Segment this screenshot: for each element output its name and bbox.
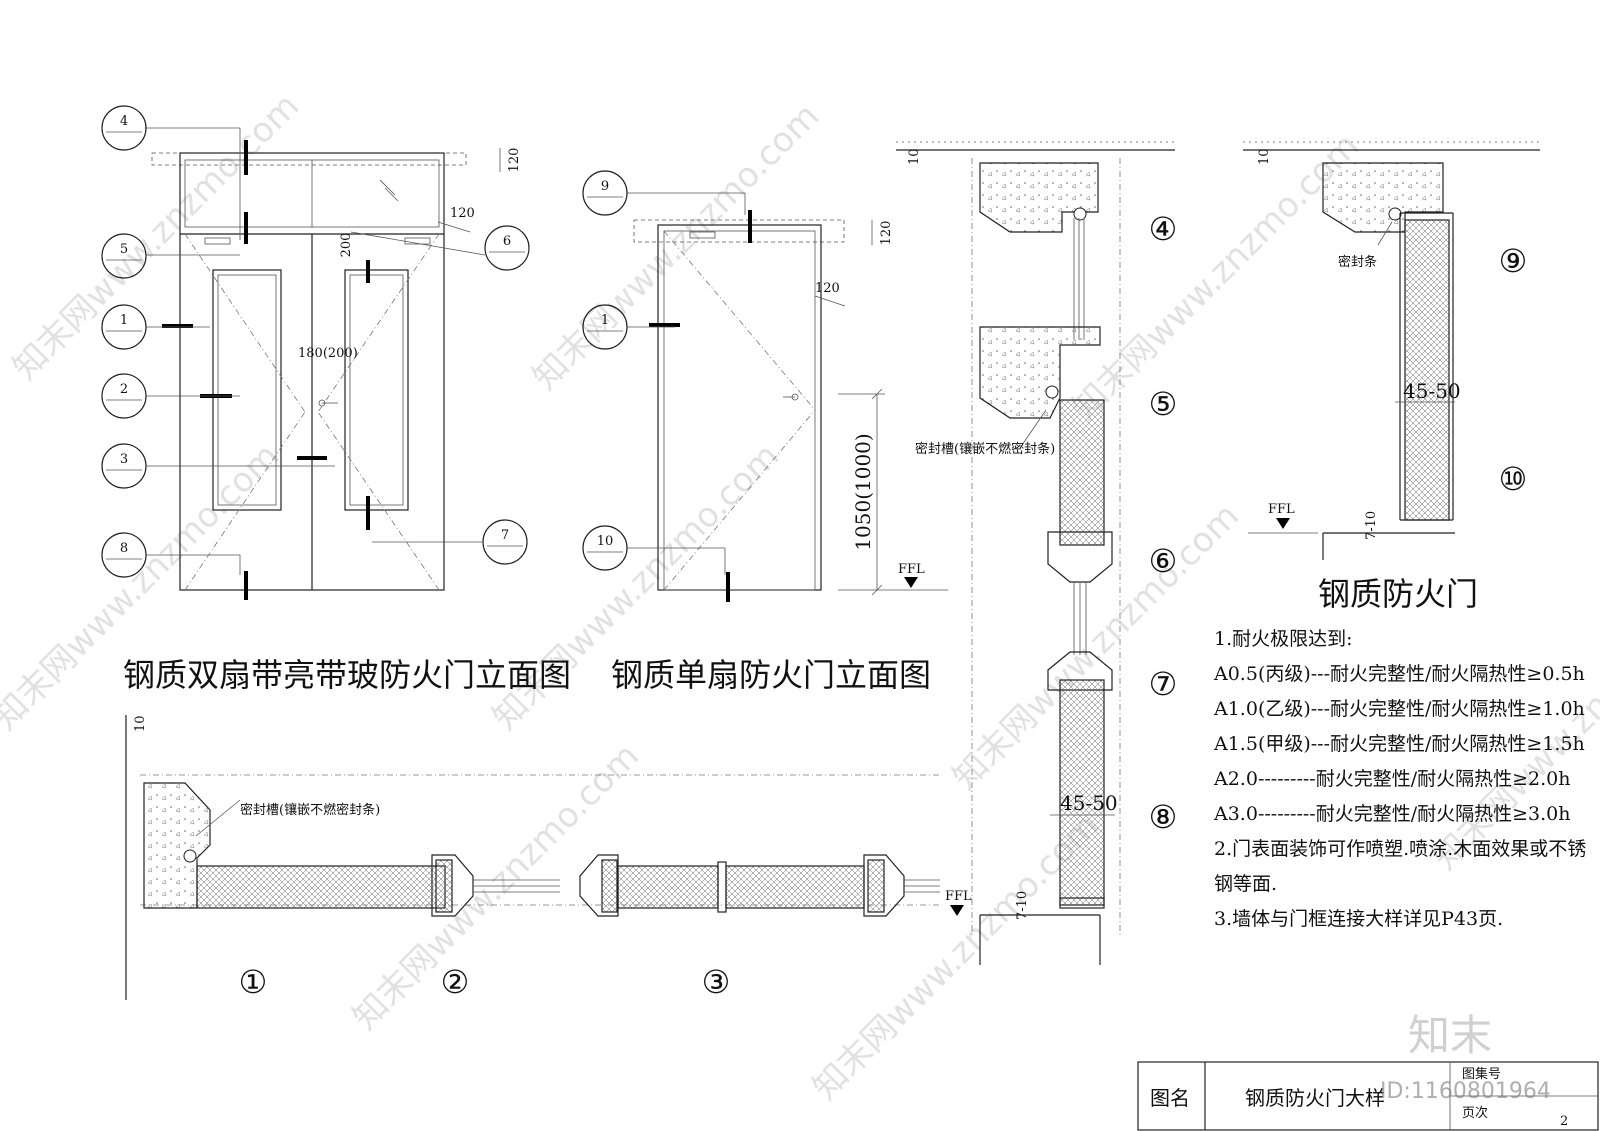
svg-text:10: 10: [907, 148, 922, 165]
section-marker-8: ⑧: [1149, 798, 1178, 836]
note-line: 钢等面.: [1214, 873, 1278, 895]
svg-text:10: 10: [133, 715, 148, 732]
svg-text:FFL: FFL: [1268, 502, 1295, 517]
svg-text:FFL: FFL: [945, 889, 972, 904]
note-line: A3.0---------耐火完整性/耐火隔热性≥3.0h: [1214, 803, 1571, 825]
section-marker-2: ②: [441, 963, 470, 1001]
title-block-name: 钢质防火门大样: [1245, 1086, 1385, 1110]
callout-group-single: 9 1 10: [582, 170, 746, 575]
note-line: A0.5(丙级)---耐火完整性/耐火隔热性≥0.5h: [1214, 663, 1585, 685]
note-line: 3.墙体与门框连接大样详见P43页.: [1214, 908, 1504, 930]
title-single-door: 钢质单扇防火门立面图: [611, 656, 931, 694]
svg-text:45-50: 45-50: [1403, 379, 1461, 403]
callout-10: [582, 525, 628, 571]
title-double-door: 钢质双扇带亮带玻防火门立面图: [123, 656, 571, 694]
section-marker-5: ⑤: [1149, 385, 1178, 423]
svg-text:120: 120: [815, 281, 840, 296]
svg-text:密封槽(镶嵌不燃密封条): 密封槽(镶嵌不燃密封条): [240, 802, 380, 818]
svg-text:180(200): 180(200): [298, 346, 358, 361]
note-line: 2.门表面装饰可作喷塑.喷涂.木面效果或不锈: [1214, 838, 1587, 860]
svg-text:3: 3: [120, 452, 128, 467]
callout-7: [482, 519, 528, 565]
callout-5: [101, 233, 147, 279]
title-block-atlas-label: 图集号: [1462, 1066, 1501, 1082]
section-marker-9: ⑨: [1499, 242, 1528, 280]
vertical-section-9-10: 10 密封条 45-50 FFL 7-10: [1243, 141, 1540, 560]
dimensions-double: 120 120 200 180(200): [298, 148, 522, 361]
section-marker-10: ⑩: [1499, 460, 1528, 498]
note-line: A1.0(乙级)---耐火完整性/耐火隔热性≥1.0h: [1214, 698, 1585, 720]
title-block: 图名 钢质防火门大样 图集号 页次 2: [1137, 1061, 1599, 1131]
single-door-elevation: [633, 210, 845, 602]
notes-block: 1.耐火极限达到: A0.5(丙级)---耐火完整性/耐火隔热性≥0.5h A1…: [1214, 622, 1594, 937]
svg-text:120: 120: [507, 148, 522, 173]
section-marker-7: ⑦: [1149, 665, 1178, 703]
watermark-id: ID:1160801964: [1380, 1079, 1551, 1104]
callout-4: [101, 105, 147, 151]
section-marker-6: ⑥: [1149, 542, 1178, 580]
svg-text:10: 10: [1257, 148, 1272, 165]
svg-text:120: 120: [879, 221, 894, 246]
callout-6: [484, 225, 530, 271]
svg-text:7-10: 7-10: [1015, 891, 1030, 920]
svg-text:45-50: 45-50: [1060, 791, 1118, 815]
svg-text:1: 1: [120, 313, 128, 328]
svg-text:密封槽(镶嵌不燃密封条): 密封槽(镶嵌不燃密封条): [915, 441, 1055, 457]
svg-text:密封条: 密封条: [1338, 254, 1377, 270]
svg-text:2: 2: [120, 382, 128, 397]
double-door-elevation: [151, 140, 467, 600]
svg-text:1050(1000): 1050(1000): [851, 433, 875, 550]
section-marker-1: ①: [239, 963, 268, 1001]
callout-1b: [582, 304, 628, 350]
title-steel-fire-door: 钢质防火门: [1318, 575, 1478, 613]
svg-text:8: 8: [120, 541, 128, 556]
vertical-section-4-8: 10 密封槽(镶嵌不燃密封条) 45-50 FFL 7-10: [896, 141, 1175, 965]
watermark-logo: 知末: [1408, 1011, 1492, 1060]
horizontal-section-1-2-3: 10 密封槽(镶嵌不燃密封条): [125, 715, 940, 1000]
note-line: A2.0---------耐火完整性/耐火隔热性≥2.0h: [1214, 768, 1571, 790]
note-line: 1.耐火极限达到:: [1214, 628, 1353, 650]
svg-text:7-10: 7-10: [1364, 511, 1379, 540]
svg-text:200: 200: [339, 233, 354, 258]
section-marker-3: ③: [702, 963, 731, 1001]
svg-text:4: 4: [120, 114, 128, 129]
note-line: A1.5(甲级)---耐火完整性/耐火隔热性≥1.5h: [1214, 733, 1585, 755]
callout-1: [101, 304, 147, 350]
title-block-name-label: 图名: [1150, 1086, 1190, 1110]
callout-group-double: 4 5 1 2 3 8 6 7: [101, 105, 530, 578]
title-block-page-label: 页次: [1462, 1105, 1488, 1121]
svg-text:FFL: FFL: [898, 562, 925, 577]
svg-text:1: 1: [601, 313, 609, 328]
svg-text:9: 9: [601, 179, 609, 194]
callout-9: [582, 170, 628, 216]
callout-2: [101, 373, 147, 419]
callout-8: [101, 532, 147, 578]
svg-text:120: 120: [450, 206, 475, 221]
title-block-page: 2: [1560, 1114, 1568, 1129]
dimensions-single: 120 120 1050(1000) FFL: [814, 220, 948, 596]
callout-3: [101, 443, 147, 489]
svg-text:7: 7: [501, 528, 509, 543]
svg-text:5: 5: [120, 242, 128, 257]
svg-text:10: 10: [597, 534, 614, 549]
section-marker-4: ④: [1149, 210, 1178, 248]
svg-text:6: 6: [503, 234, 511, 249]
